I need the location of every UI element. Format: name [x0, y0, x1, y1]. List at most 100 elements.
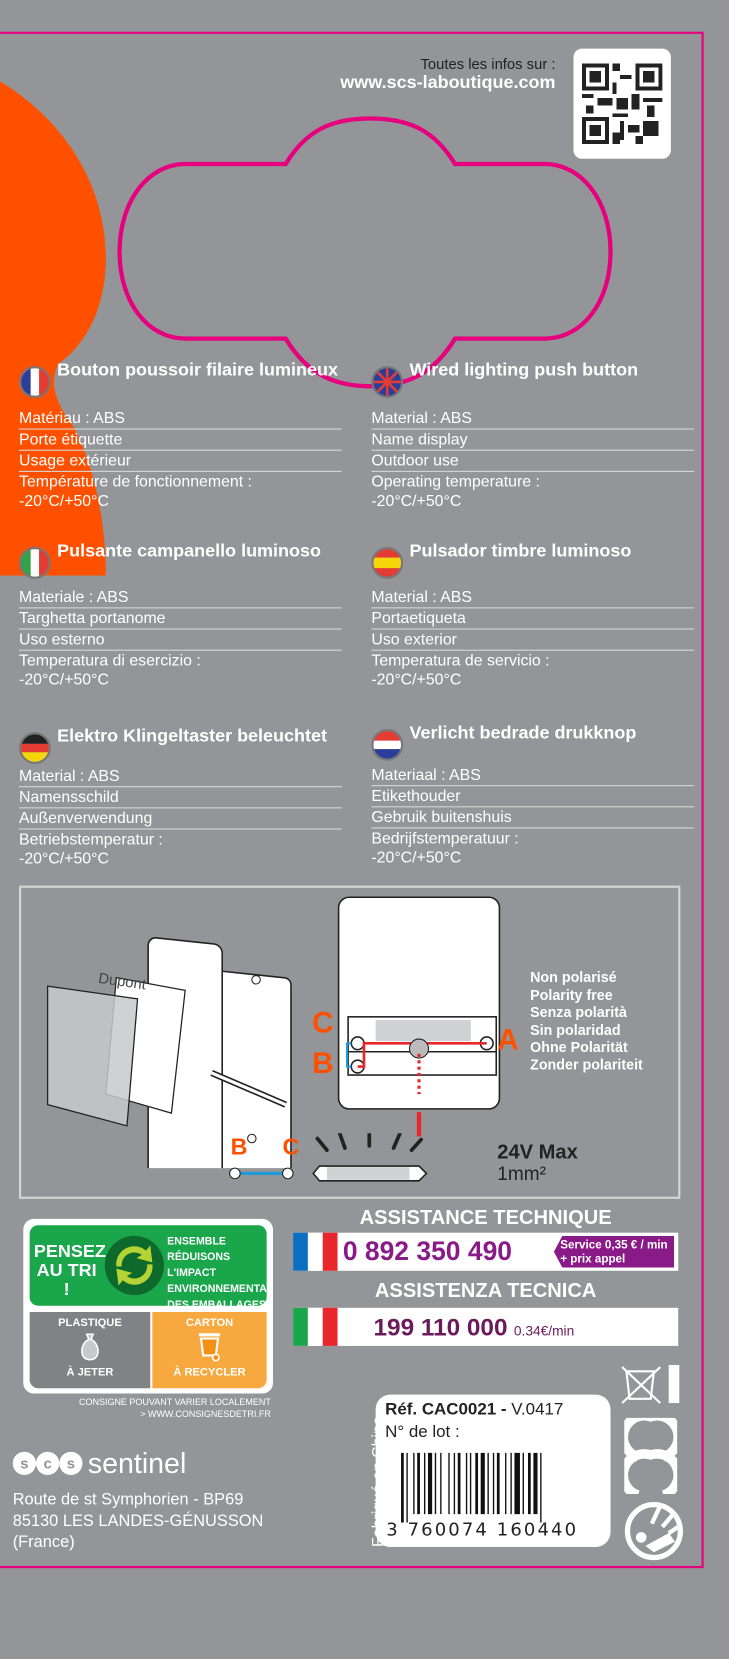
terminal-label-a: A	[497, 1023, 519, 1056]
polarity-text: Senza polarità	[530, 1004, 627, 1021]
barcode-bar	[465, 1452, 468, 1515]
name-label-window	[117, 116, 613, 389]
spec-row: Operating temperature :	[371, 472, 540, 491]
pensez-au-tri-title: PENSEZ AU TRI !	[33, 1241, 106, 1300]
it-price: 0.34€/min	[513, 1322, 575, 1338]
section-de: Elektro Klingeltaster beleuchtet Materia…	[19, 726, 342, 869]
sorting-note-link[interactable]: > WWW.CONSIGNESDETRI.FR	[140, 1408, 271, 1419]
company-address: Route de st Symphorien - BP69 85130 LES …	[13, 1490, 264, 1553]
spec-row: Materiale : ABS	[19, 587, 342, 609]
polarity-text: Non polarisé	[530, 969, 617, 986]
spec-row: Usage extérieur	[19, 451, 342, 472]
terminal-label-c: C	[312, 1006, 334, 1040]
spec-row: Portaetiqueta	[371, 608, 695, 630]
terminal-block-illustration	[337, 896, 501, 1137]
barcode	[401, 1452, 542, 1523]
fr-phone-number[interactable]: 0 892 350 490	[342, 1236, 513, 1267]
recycling-bin-icon	[198, 1333, 221, 1362]
section-es: Pulsador timbre luminoso Material : ABS …	[371, 540, 695, 690]
address-line: 85130 LES LANDES-GÉNUSSON	[12, 1512, 264, 1531]
plastic-action: À JETER	[66, 1366, 114, 1379]
wire-label-b: B	[230, 1133, 248, 1160]
spec-row: Name display	[371, 430, 695, 451]
wiring-diagram: Dupont C B A Non polarisé Polarity free …	[19, 885, 681, 1199]
triman-recycling-info: PENSEZ AU TRI ! ENSEMBLE RÉDUISONS L'IMP…	[23, 1218, 273, 1394]
barcode-bar	[406, 1452, 408, 1523]
spec-row: Etikethouder	[371, 786, 695, 808]
push-button-exploded-illustration	[46, 937, 292, 1169]
ce-mark-icon	[624, 1417, 678, 1495]
recycling-pictogram-icon	[624, 1501, 684, 1561]
slogan-line: RÉDUISONS L'IMPACT	[167, 1251, 231, 1280]
infos-label: Toutes les infos sur :	[420, 55, 556, 72]
assistance-fr-title: ASSISTANCE TECHNIQUE	[359, 1207, 612, 1230]
barcode-bar	[480, 1452, 485, 1515]
temperature-value: -20°C/+50°C	[19, 492, 109, 511]
barcode-bar	[434, 1452, 437, 1515]
flag-netherlands-icon	[371, 729, 404, 761]
spec-row: Outdoor use	[371, 451, 695, 472]
spec-row: Material : ABS	[371, 587, 695, 609]
section-it: Pulsante campanello luminoso Materiale :…	[19, 541, 342, 690]
barcode-bar	[401, 1452, 404, 1523]
spec-row: Namensschild	[19, 787, 342, 809]
slogan-line: ENSEMBLE	[167, 1235, 226, 1248]
section-title: Pulsante campanello luminoso	[57, 540, 322, 561]
barcode-bar	[413, 1452, 415, 1515]
trash-bag-icon	[81, 1333, 99, 1361]
section-title: Pulsador timbre luminoso	[409, 540, 632, 561]
barcode-bar	[417, 1452, 420, 1515]
barcode-bar	[423, 1452, 426, 1515]
barcode-bar	[540, 1452, 542, 1523]
slogan-line: ENVIRONNEMENTAL	[167, 1283, 274, 1296]
spec-row: Temperatura de servicio :	[371, 651, 550, 670]
version-label: V.0417	[511, 1400, 564, 1419]
assistance-fr-bar: 0 892 350 490 Service 0,35 € / min+ prix…	[293, 1232, 679, 1271]
temperature-value: -20°C/+50°C	[371, 670, 462, 689]
pensez-au-tri-banner: PENSEZ AU TRI ! ENSEMBLE RÉDUISONS L'IMP…	[29, 1225, 273, 1311]
wire-label-c: C	[282, 1133, 300, 1160]
address-line: Route de st Symphorien - BP69	[12, 1490, 244, 1509]
price-line: Service 0,35 € / min	[560, 1239, 668, 1252]
spec-row: Material : ABS	[371, 408, 695, 430]
wire-size-label: 1mm²	[497, 1162, 546, 1185]
orange-decor-shape	[0, 81, 106, 576]
barcode-bar	[475, 1452, 479, 1515]
polarity-list: Non polarisé Polarity free Senza polarit…	[530, 969, 643, 1074]
flag-spain-icon	[371, 547, 404, 579]
spec-row: Material : ABS	[19, 766, 342, 788]
barcode-bar	[527, 1452, 531, 1515]
barcode-bar	[469, 1452, 472, 1515]
section-en: Wired lighting push button Material : AB…	[371, 359, 695, 511]
it-phone-number[interactable]: 199 110 000	[373, 1312, 508, 1341]
barcode-bar	[533, 1452, 538, 1515]
flag-italy-icon	[293, 1307, 338, 1346]
barcode-bar	[487, 1452, 489, 1515]
spec-row: Uso exterior	[371, 630, 695, 651]
section-title: Verlicht bedrade drukknop	[409, 722, 637, 743]
bulb-illustration	[229, 1133, 428, 1182]
website-info: Toutes les infos sur : www.scs-laboutiqu…	[340, 55, 555, 93]
barcode-bar	[492, 1452, 495, 1515]
qr-code-icon[interactable]	[573, 48, 671, 159]
flag-france-icon	[293, 1232, 338, 1271]
website-link[interactable]: www.scs-laboutique.com	[340, 71, 556, 93]
temperature-value: -20°C/+50°C	[19, 670, 109, 689]
spec-row: Gebruik buitenshuis	[371, 807, 695, 829]
polarity-text: Sin polaridad	[530, 1021, 621, 1038]
green-dot-recycle-icon	[104, 1235, 165, 1296]
spec-row: Außenverwendung	[19, 808, 342, 830]
slogan-line: DES EMBALLAGES	[167, 1299, 266, 1311]
flag-uk-icon	[371, 366, 404, 398]
sorting-note-line: CONSIGNE POUVANT VARIER LOCALEMENT	[78, 1396, 271, 1408]
spec-row: Temperatura di esercizio :	[19, 651, 201, 670]
barcode-bar	[428, 1452, 433, 1515]
brand-name: sentinel	[87, 1447, 187, 1480]
section-title: Wired lighting push button	[409, 359, 639, 380]
flag-france-icon	[19, 366, 51, 398]
terminal-label-b: B	[312, 1046, 334, 1080]
barcode-bar	[440, 1452, 442, 1515]
barcode-bar	[496, 1452, 500, 1515]
